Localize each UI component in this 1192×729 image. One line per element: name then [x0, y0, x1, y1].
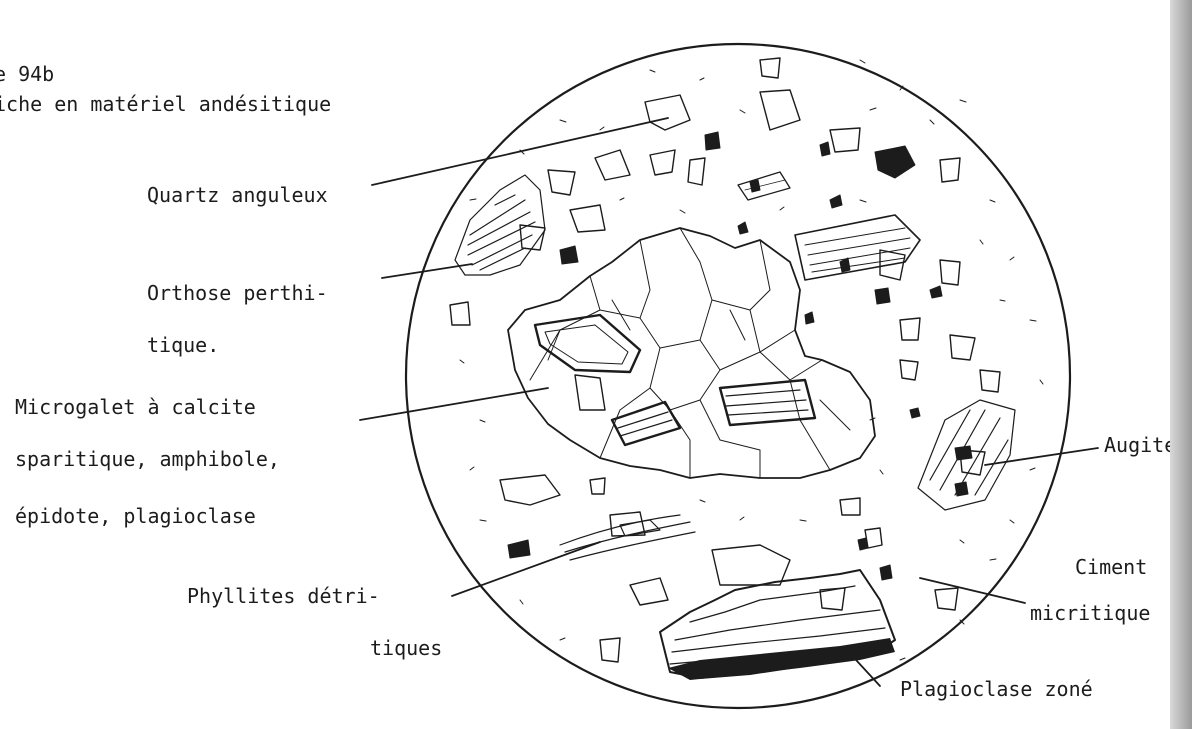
label-orthose-line2: tique.	[147, 335, 219, 355]
label-ciment-line1: Ciment	[1075, 557, 1147, 577]
micritic-cement-texture	[460, 60, 1043, 660]
leader-quartz	[372, 118, 668, 185]
leader-orthose	[382, 264, 472, 278]
feldspar-crystal-top	[738, 172, 790, 200]
figure-reference: e 94b	[0, 64, 54, 84]
plagioclase-dark-band	[668, 638, 895, 680]
orthose-crystal	[455, 175, 545, 275]
label-plagioclase: Plagioclase zoné	[900, 679, 1093, 699]
leader-microgalet	[360, 388, 548, 420]
label-quartz: Quartz anguleux	[147, 185, 328, 205]
page-edge-shadow	[1170, 0, 1192, 729]
label-microgalet-line3: épidote, plagioclase	[15, 506, 256, 526]
phyllites	[560, 515, 695, 560]
label-microgalet-line2: sparitique, amphibole,	[15, 449, 280, 469]
microscope-field-circle	[406, 44, 1070, 708]
figure-caption: iche en matériel andésitique	[0, 94, 331, 114]
microgalet-outline	[508, 228, 875, 478]
label-phyllites-line2: tiques	[370, 638, 442, 658]
microgalet-inclusions	[535, 315, 815, 445]
label-ciment-line2: micritique	[1030, 603, 1150, 623]
opaque-minerals	[508, 132, 972, 580]
label-augite: Augite	[1104, 435, 1176, 455]
label-orthose-line1: Orthose perthi-	[147, 283, 328, 303]
label-phyllites-line1: Phyllites détri-	[187, 586, 380, 606]
label-microgalet-line1: Microgalet à calcite	[15, 397, 256, 417]
